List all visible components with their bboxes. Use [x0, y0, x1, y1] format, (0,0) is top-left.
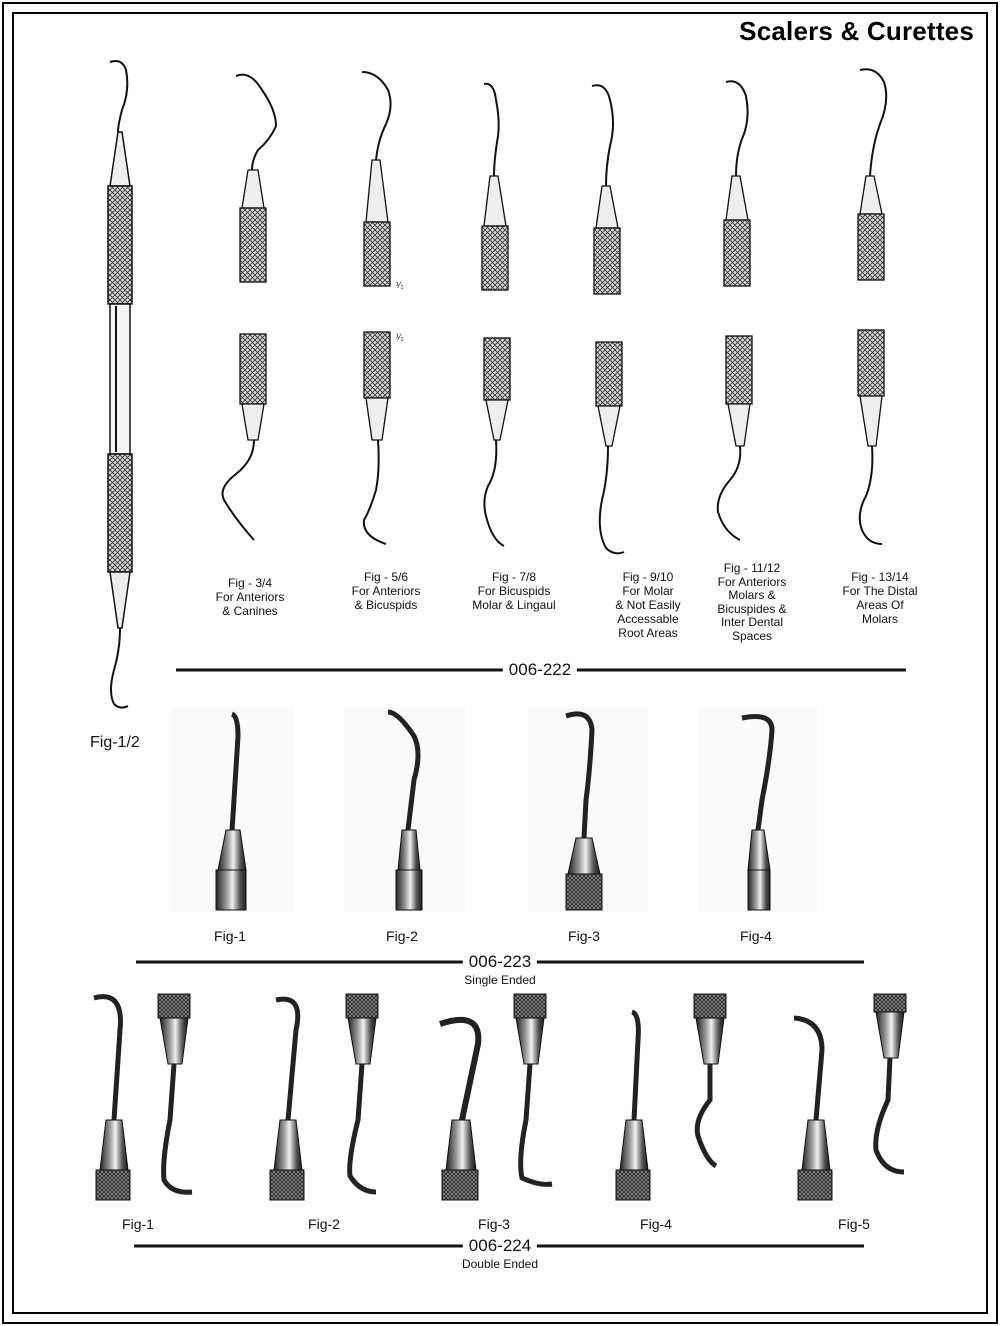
label-223-fig-4: Fig-4 [740, 928, 772, 944]
fig-desc-line: For Anteriors [717, 574, 787, 589]
label-fig-11-12: Fig - 11/12 For Anteriors Molars & Bicus… [717, 561, 787, 643]
label-224-fig-2: Fig-2 [308, 1216, 340, 1232]
photo-224-fig-4 [615, 993, 727, 1201]
photo-224-fig-3 [439, 993, 553, 1201]
fig-number: Fig - 11/12 [723, 561, 781, 575]
label-fig-13-14: Fig - 13/14 For The Distal Areas Of Mola… [842, 570, 917, 626]
label-223-fig-2: Fig-2 [386, 928, 418, 944]
fig-desc-line: Molars & [728, 588, 776, 602]
fig-desc-line: Spaces [731, 628, 773, 643]
fig-desc-line: For Anteriors [215, 590, 285, 604]
fig-number: Fig - 5/6 [363, 570, 409, 584]
label-fig-3-4: Fig - 3/4 For Anteriors & Canines [216, 576, 285, 618]
fig-desc-line: & Canines [222, 604, 278, 618]
label-223-fig-3: Fig-3 [568, 928, 600, 944]
fig-desc-line: Areas Of [856, 598, 904, 612]
fig-number: Fig - 9/10 [622, 570, 674, 584]
fig-desc-line: For Molar [622, 584, 674, 598]
fig-desc-line: & Bicuspids [354, 598, 418, 612]
label-fig-7-8: Fig - 7/8 For Bicuspids Molar & Lingaul [472, 570, 555, 612]
label-fig-1-2: Fig-1/2 [90, 734, 140, 751]
fig-desc-line: For The Distal [842, 584, 918, 598]
instrument-fig-1-2 [107, 60, 133, 709]
label-223-fig-1: Fig-1 [214, 928, 246, 944]
photo-224-fig-2 [269, 993, 379, 1201]
label-224-fig-3: Fig-3 [478, 1216, 510, 1232]
photo-224-fig-1 [93, 993, 193, 1201]
photo-223-fig-3 [528, 708, 648, 912]
fig-desc-line: Inter Dental [720, 615, 784, 629]
label-fig-5-6: Fig - 5/6 For Anteriors & Bicuspids [352, 570, 421, 612]
fig-desc-line: Molars [861, 612, 899, 626]
fig-desc-line: Root Areas [618, 626, 678, 640]
instrument-fig-5-6 [361, 71, 392, 545]
instrument-fig-11-12 [716, 80, 753, 541]
fig-number: Fig - 13/14 [851, 570, 909, 584]
label-224-fig-1: Fig-1 [122, 1216, 154, 1232]
photo-223-fig-1 [172, 708, 294, 912]
subtitle-double-ended: Double Ended [461, 1257, 539, 1271]
label-224-fig-4: Fig-4 [640, 1216, 672, 1232]
instrument-fig-3-4 [221, 73, 278, 541]
instrument-fig-7-8 [481, 82, 511, 547]
subtitle-single-ended: Single Ended [464, 973, 536, 987]
photo-224-fig-5 [793, 993, 907, 1201]
fig-desc-line: For Anteriors [351, 584, 421, 598]
scale-mark-top: ¹⁄₁ [396, 280, 404, 290]
catalog-code-006-223: 006-223 [462, 952, 538, 972]
photo-223-fig-4 [698, 708, 818, 912]
label-fig-9-10: Fig - 9/10 For Molar & Not Easily Access… [615, 570, 680, 640]
scale-mark-bottom: ¹⁄₁ [396, 332, 404, 342]
fig-number: Fig - 3/4 [227, 576, 273, 590]
fig-desc-line: For Bicuspids [477, 584, 551, 598]
fig-desc-line: Molar & Lingaul [472, 598, 556, 612]
fig-number: Fig - 7/8 [491, 570, 537, 584]
fig-desc-line: Accessable [617, 612, 679, 626]
photo-223-fig-2 [344, 708, 466, 912]
label-224-fig-5: Fig-5 [838, 1216, 870, 1232]
instrument-fig-13-14 [857, 68, 888, 545]
fig-desc-line: Bicuspides & [717, 601, 787, 616]
catalog-code-006-224: 006-224 [462, 1236, 538, 1256]
page-title: Scalers & Curettes [739, 16, 974, 46]
fig-desc-line: & Not Easily [615, 598, 681, 612]
catalog-code-006-222: 006-222 [502, 660, 578, 680]
instrument-fig-9-10 [591, 84, 625, 555]
